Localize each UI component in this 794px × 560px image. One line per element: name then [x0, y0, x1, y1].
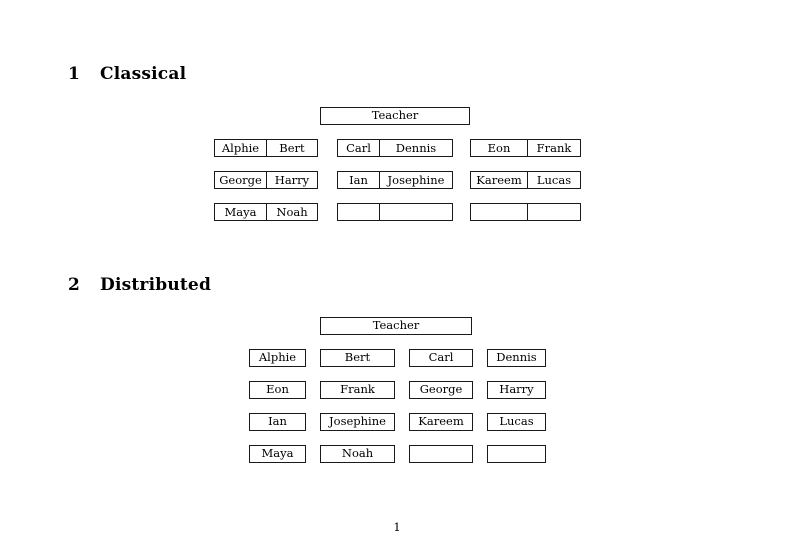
table-row: Eon Frank [470, 139, 581, 157]
student-cell: Carl [409, 349, 473, 367]
student-cell: Alphie [249, 349, 306, 367]
section-title: Distributed [100, 275, 212, 295]
student-cell: Lucas [487, 413, 546, 431]
student-cell: George [409, 381, 473, 399]
student-cell: Noah [320, 445, 395, 463]
section-heading-distributed: 2 Distributed [68, 275, 211, 295]
student-cell: Bert [320, 349, 395, 367]
student-cell: Dennis [379, 139, 453, 157]
student-cell: Frank [320, 381, 395, 399]
table-row: Ian Josephine [337, 171, 453, 189]
page-number: 1 [393, 520, 401, 534]
student-cell: Kareem [409, 413, 473, 431]
student-cell: Maya [214, 203, 267, 221]
student-cell: Josephine [320, 413, 395, 431]
table-row: Maya Noah [214, 203, 318, 221]
student-cell-empty [337, 203, 380, 221]
student-cell-empty [409, 445, 473, 463]
student-cell: Harry [487, 381, 546, 399]
student-cell: Dennis [487, 349, 546, 367]
student-cell-empty [527, 203, 581, 221]
student-cell: Bert [266, 139, 318, 157]
student-cell: Alphie [214, 139, 267, 157]
student-cell: Maya [249, 445, 306, 463]
student-cell: Kareem [470, 171, 528, 189]
student-cell-empty [487, 445, 546, 463]
student-cell-empty [379, 203, 453, 221]
student-cell: Eon [249, 381, 306, 399]
student-cell: Eon [470, 139, 528, 157]
table-row: Carl Dennis [337, 139, 453, 157]
student-cell: Lucas [527, 171, 581, 189]
table-row: Alphie Bert [214, 139, 318, 157]
section-title: Classical [100, 64, 187, 84]
student-cell: Carl [337, 139, 380, 157]
student-cell: Josephine [379, 171, 453, 189]
student-cell: Ian [337, 171, 380, 189]
table-row: George Harry [214, 171, 318, 189]
section-heading-classical: 1 Classical [68, 64, 186, 84]
student-cell: George [214, 171, 267, 189]
student-cell: Frank [527, 139, 581, 157]
student-cell: Ian [249, 413, 306, 431]
teacher-box-distributed: Teacher [320, 317, 472, 335]
section-number: 1 [68, 64, 81, 84]
student-cell: Noah [266, 203, 318, 221]
section-number: 2 [68, 275, 81, 295]
student-cell: Harry [266, 171, 318, 189]
table-row: Kareem Lucas [470, 171, 581, 189]
teacher-box-classical: Teacher [320, 107, 470, 125]
table-row [470, 203, 581, 221]
table-row [337, 203, 453, 221]
student-cell-empty [470, 203, 528, 221]
